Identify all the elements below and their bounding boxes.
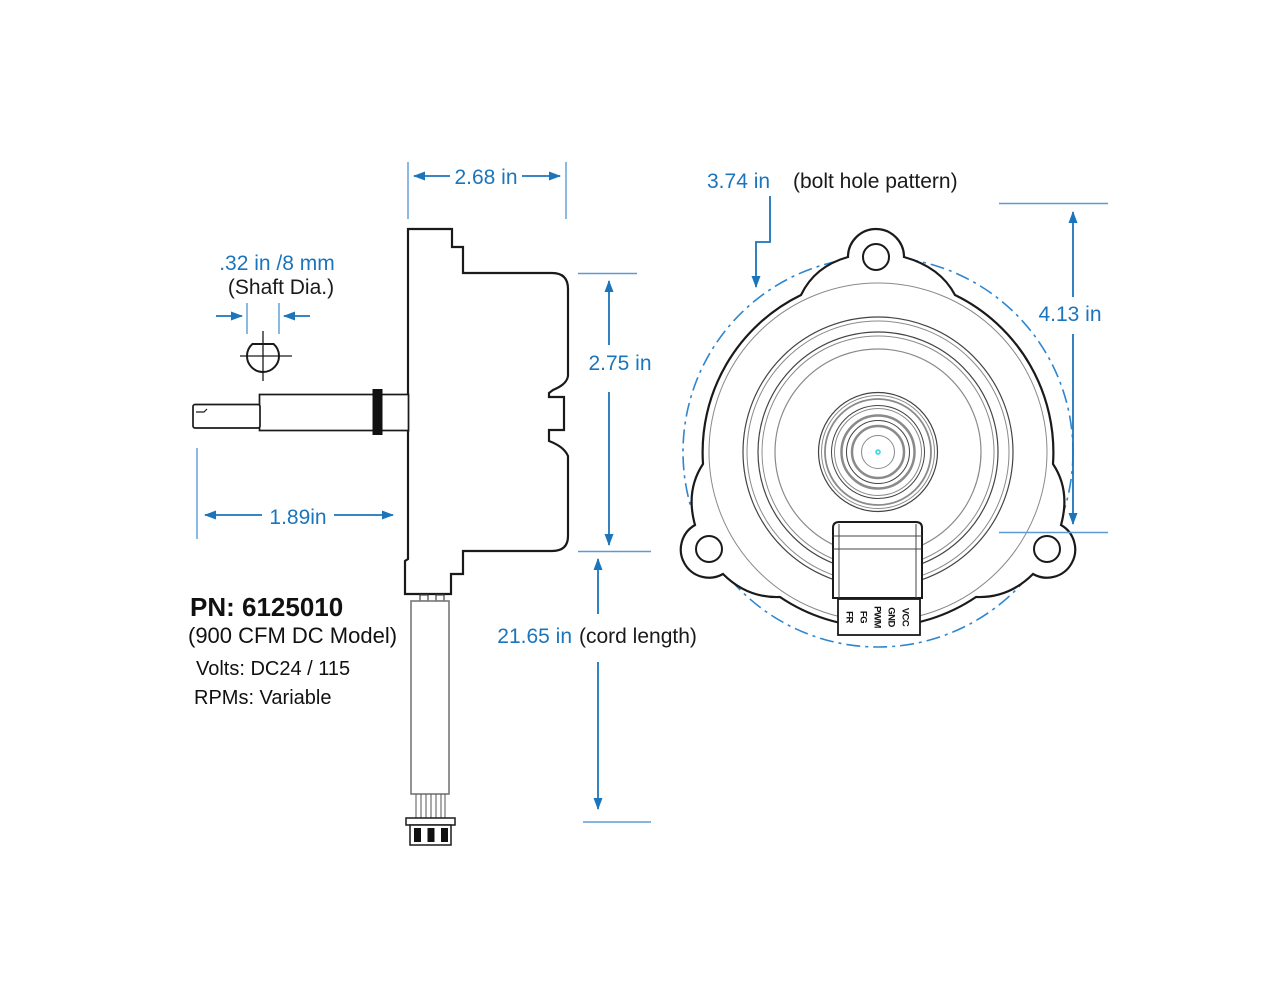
mounting-hole-top bbox=[862, 243, 890, 271]
mounting-hole-right bbox=[1033, 535, 1061, 563]
dimension-width-268: 2.68 in bbox=[407, 162, 567, 219]
part-number: PN: 6125010 bbox=[190, 592, 343, 622]
motor-body-outline bbox=[403, 227, 570, 596]
pin-label-pwm: PWM bbox=[871, 606, 882, 628]
dimension-sublabel: (bolt hole pattern) bbox=[793, 170, 958, 193]
cord-cable bbox=[410, 600, 450, 795]
dimension-bolt-pattern: 3.74 in (bolt hole pattern) bbox=[707, 170, 958, 288]
connector-flange bbox=[405, 817, 456, 826]
front-body-outline bbox=[679, 227, 1077, 629]
dimension-cord-length: 21.65 in (cord length) bbox=[497, 558, 697, 823]
pin-label-vcc: VCC bbox=[899, 608, 910, 627]
shaft bbox=[192, 389, 410, 435]
front-view: FR FG PWM GND VCC bbox=[679, 227, 1077, 648]
volts-spec: Volts: DC24 / 115 bbox=[196, 658, 350, 680]
model-label: (900 CFM DC Model) bbox=[188, 623, 397, 648]
leader-arrow bbox=[751, 196, 771, 288]
dimension-sublabel: (cord length) bbox=[579, 625, 697, 648]
dimension-height-275: 2.75 in bbox=[578, 272, 652, 553]
shaft-boss-rings bbox=[817, 391, 939, 513]
shaft-thick-section bbox=[258, 393, 410, 432]
pin-label-fg: FG bbox=[857, 611, 868, 623]
strain-relief-tab bbox=[419, 594, 429, 602]
dimension-label: 4.13 in bbox=[1038, 303, 1101, 326]
cord-assembly bbox=[405, 594, 456, 846]
connector-pin bbox=[427, 828, 435, 842]
dimension-label: 2.68 in bbox=[454, 166, 517, 189]
dimension-shaft-length: 1.89in bbox=[196, 448, 394, 539]
part-info: PN: 6125010 (900 CFM DC Model) Volts: DC… bbox=[188, 592, 397, 709]
dimension-overall-height: 4.13 in bbox=[999, 202, 1108, 534]
strain-relief-tab bbox=[435, 594, 445, 602]
connector-pin-label-block bbox=[837, 598, 921, 636]
pin-label-gnd: GND bbox=[885, 607, 896, 627]
shaft-cross-section-symbol bbox=[240, 331, 292, 381]
dimension-label: 2.75 in bbox=[588, 352, 651, 375]
pin-label-fr: FR bbox=[843, 611, 854, 623]
dimension-label: .32 in /8 mm bbox=[219, 252, 335, 275]
mounting-hole-left bbox=[695, 535, 723, 563]
front-connector: FR FG PWM GND VCC bbox=[832, 521, 923, 636]
retaining-ring bbox=[372, 389, 383, 435]
shaft-center-dot bbox=[875, 449, 881, 455]
dimension-sublabel: (Shaft Dia.) bbox=[228, 276, 334, 299]
side-view bbox=[192, 227, 570, 846]
connector-pin bbox=[414, 828, 421, 842]
shaft-flat-mark bbox=[196, 408, 208, 413]
cord-wires bbox=[415, 794, 446, 818]
connector-housing bbox=[832, 521, 923, 599]
rpms-spec: RPMs: Variable bbox=[194, 687, 331, 709]
dimension-shaft-dia: .32 in /8 mm (Shaft Dia.) bbox=[216, 252, 335, 334]
dimension-label: 3.74 in bbox=[707, 170, 770, 193]
dimension-label: 21.65 in bbox=[497, 625, 572, 648]
connector-pin bbox=[441, 828, 448, 842]
shaft-thin-section bbox=[192, 403, 261, 429]
dimension-label: 1.89in bbox=[269, 506, 326, 529]
